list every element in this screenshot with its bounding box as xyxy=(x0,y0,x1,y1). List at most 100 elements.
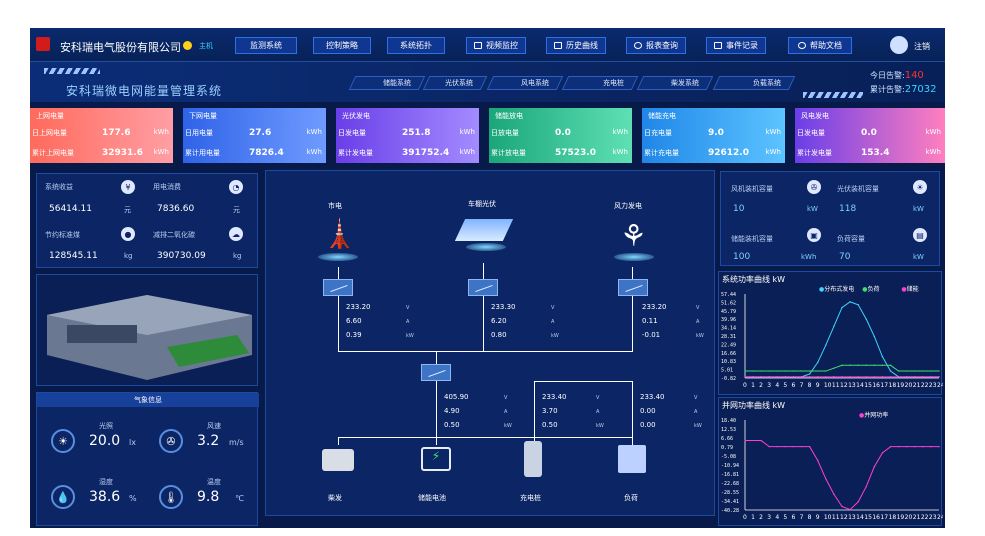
stat-unit: kW xyxy=(807,205,818,213)
power-unit: kW xyxy=(406,333,414,339)
diesel-generator-icon[interactable] xyxy=(322,449,354,471)
card-row-unit: kWh xyxy=(925,128,941,136)
nav-events-button[interactable]: 事件记录 xyxy=(706,37,766,54)
data-point xyxy=(873,376,876,378)
charging-pile-icon[interactable] xyxy=(524,441,542,477)
x-tick-label: 22 xyxy=(921,514,929,521)
video-icon xyxy=(474,42,482,49)
building-image xyxy=(47,295,252,380)
current-value: 6.20 xyxy=(491,317,507,325)
data-point xyxy=(897,445,900,448)
data-point xyxy=(922,376,924,378)
tab-label: 光伏系统 xyxy=(445,79,473,87)
total-alarm[interactable]: 累计告警:27032 xyxy=(870,84,937,95)
stat-unit: kWh xyxy=(801,253,817,261)
power-value: 0.00 xyxy=(640,421,656,429)
tab-diesel[interactable]: 柴发系统 xyxy=(636,76,714,90)
chart-title: 系统功率曲线 kW xyxy=(722,275,786,284)
card-row-value: 0.0 xyxy=(861,128,877,138)
nav-label: 事件记录 xyxy=(726,41,758,50)
nav-label: 监测系统 xyxy=(250,41,282,50)
nav-history-button[interactable]: 历史曲线 xyxy=(546,37,606,54)
x-tick-label: 8 xyxy=(808,514,812,521)
data-point xyxy=(889,364,892,366)
tab-wind[interactable]: 风电系统 xyxy=(486,76,564,90)
data-point xyxy=(792,376,795,378)
nav-help-button[interactable]: 帮助文档 xyxy=(788,37,852,54)
data-point xyxy=(938,376,940,378)
data-point xyxy=(768,370,770,372)
x-tick-label: 7 xyxy=(800,382,804,389)
power-value: 0.50 xyxy=(542,421,558,429)
nav-topology-button[interactable]: 系统拓扑 xyxy=(387,37,445,54)
line xyxy=(632,296,633,351)
x-tick-label: 1 xyxy=(751,382,755,389)
line xyxy=(534,381,535,437)
y-tick-label: 12.53 xyxy=(721,427,736,433)
breaker-icon[interactable] xyxy=(468,279,498,296)
stat-unit: kg xyxy=(124,252,133,260)
tab-storage[interactable]: 储能系统 xyxy=(348,76,426,90)
weather-label: 风速 xyxy=(207,422,221,430)
tab-pv[interactable]: 光伏系统 xyxy=(422,76,488,90)
weather-value: 20.0 xyxy=(89,433,121,449)
card-row-value: 153.4 xyxy=(861,148,890,158)
line xyxy=(534,381,632,382)
card-row-label: 累计发电量 xyxy=(797,149,832,157)
data-point xyxy=(914,370,916,372)
data-point xyxy=(865,318,867,320)
stat-value: 100 xyxy=(733,252,751,262)
current-unit: A xyxy=(504,409,508,415)
x-tick-label: 18 xyxy=(889,514,897,521)
battery-icon[interactable]: ⚡ xyxy=(421,447,451,471)
nav-report-button[interactable]: 报表查询 xyxy=(626,37,686,54)
stat-unit: kW xyxy=(913,205,924,213)
x-tick-label: 23 xyxy=(929,382,937,389)
stat-value: 390730.09 xyxy=(157,251,206,261)
x-tick-label: 9 xyxy=(816,514,820,521)
stat-unit: 元 xyxy=(233,206,240,214)
x-tick-label: 23 xyxy=(929,514,937,521)
x-tick-label: 5 xyxy=(783,382,787,389)
data-point xyxy=(914,445,916,448)
weather-value: 38.6 xyxy=(89,489,121,505)
data-point xyxy=(857,376,859,378)
logout-link[interactable]: 注销 xyxy=(914,42,930,51)
right-stats-panel: 风机装机容量 ✇ 10 kW 光伏装机容量 ☀ 118 kW 储能装机容量 ▣ … xyxy=(720,171,940,266)
data-point xyxy=(825,478,827,480)
data-point xyxy=(817,459,819,462)
data-point xyxy=(808,373,811,375)
data-point xyxy=(905,445,908,448)
current-unit: A xyxy=(696,319,700,325)
voltage-value: 233.20 xyxy=(642,303,667,311)
current-value: 0.00 xyxy=(640,407,656,415)
y-tick-label: 6.66 xyxy=(721,436,733,442)
x-tick-label: 3 xyxy=(767,382,771,389)
nav-control-button[interactable]: 控制策略 xyxy=(313,37,371,54)
nav-label: 报表查询 xyxy=(646,41,678,50)
tab-charger[interactable]: 充电桩 xyxy=(561,76,639,90)
load-label: 充电桩 xyxy=(520,494,541,502)
tab-load[interactable]: 负载系统 xyxy=(712,76,796,90)
load-building-icon[interactable] xyxy=(618,445,646,473)
data-point xyxy=(833,493,835,495)
breaker-icon[interactable] xyxy=(323,279,353,296)
voltage-value: 405.90 xyxy=(444,393,469,401)
glow xyxy=(466,243,506,251)
breaker-icon[interactable] xyxy=(421,364,451,381)
user-avatar-icon[interactable] xyxy=(890,36,908,54)
nav-video-button[interactable]: 视频监控 xyxy=(466,37,526,54)
legend-label: 并网功率 xyxy=(864,412,889,419)
x-tick-label: 21 xyxy=(913,514,921,521)
nav-monitor-button[interactable]: 监测系统 xyxy=(235,37,297,54)
stat-label: 风机装机容量 xyxy=(731,185,773,193)
today-alarm[interactable]: 今日告警:140 xyxy=(870,70,924,81)
data-point xyxy=(914,376,916,378)
current-unit: A xyxy=(596,409,600,415)
stat-label: 储能装机容量 xyxy=(731,235,773,243)
line xyxy=(436,351,437,364)
breaker-icon[interactable] xyxy=(618,279,648,296)
